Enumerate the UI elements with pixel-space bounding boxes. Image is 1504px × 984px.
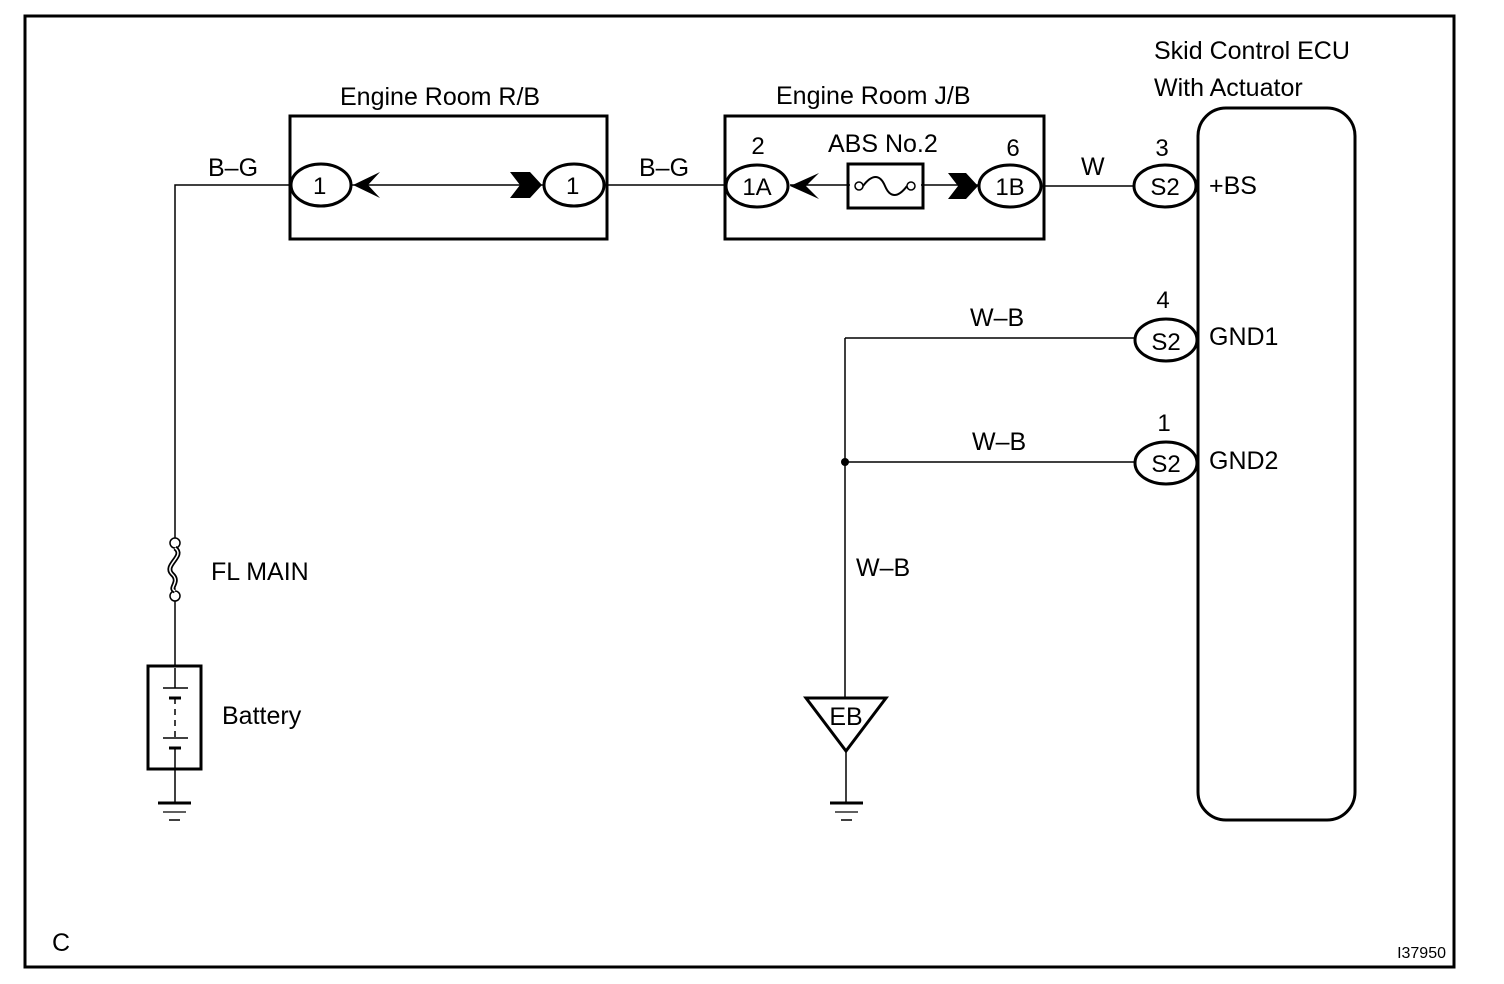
wire-color-label: W–B xyxy=(972,428,1026,456)
battery-icon xyxy=(146,664,203,802)
ground-icon xyxy=(158,801,191,821)
ground-point-label: EB xyxy=(829,703,862,731)
wire-color-label: B–G xyxy=(639,154,689,182)
ecu-title-line2: With Actuator xyxy=(1154,74,1303,102)
ecu-title-line1: Skid Control ECU xyxy=(1154,37,1350,65)
female-terminal-icon xyxy=(790,173,819,199)
fuse-label: ABS No.2 xyxy=(828,130,938,158)
ecu-terminal-gnd1: 4 S2 GND1 xyxy=(1133,287,1278,363)
jb-right-pin-number: 6 xyxy=(1006,135,1019,162)
jb-left-connector xyxy=(724,163,819,209)
fusible-link-label: FL MAIN xyxy=(211,558,309,586)
terminal-connector-code: S2 xyxy=(1151,329,1180,356)
rb-left-pin: 1 xyxy=(313,173,326,200)
jb-left-pin-number: 2 xyxy=(751,133,764,160)
engine-room-jb-title: Engine Room J/B xyxy=(776,82,971,110)
terminal-connector-code: S2 xyxy=(1151,451,1180,478)
terminal-pin-number: 1 xyxy=(1157,410,1170,437)
female-terminal-icon xyxy=(353,172,380,198)
terminal-name: GND2 xyxy=(1209,447,1278,475)
frame-label: C xyxy=(52,929,70,957)
wire-color-label: W–B xyxy=(856,554,910,582)
engine-room-rb-box xyxy=(288,114,609,241)
jb-right-connector-code: 1B xyxy=(995,174,1024,201)
battery-label: Battery xyxy=(222,702,302,730)
wire-color-label: W–B xyxy=(970,304,1024,332)
fusible-link-icon xyxy=(167,537,181,602)
rb-left-connector xyxy=(289,162,380,208)
engine-room-rb-title: Engine Room R/B xyxy=(340,83,540,111)
rb-right-connector xyxy=(510,162,606,208)
terminal-name: +BS xyxy=(1209,172,1257,200)
connector-shell xyxy=(1132,163,1198,209)
figure-id: I37950 xyxy=(1397,945,1446,962)
terminal-name: GND1 xyxy=(1209,323,1278,351)
terminal-connector-code: S2 xyxy=(1150,174,1179,201)
jb-right-connector xyxy=(948,163,1043,209)
ecu-terminal-gnd2: 1 S2 GND2 xyxy=(1133,410,1278,486)
wire-color-label: B–G xyxy=(208,154,258,182)
ground-icon xyxy=(830,801,863,821)
ecu-terminal-bs: 3 S2 +BS xyxy=(1132,135,1257,209)
connector-shell xyxy=(1133,440,1199,486)
splice-point-icon xyxy=(841,458,849,466)
terminal-pin-number: 4 xyxy=(1156,287,1169,314)
ground-point-icon xyxy=(802,696,890,803)
fuse-icon xyxy=(846,162,925,210)
terminal-pin-number: 3 xyxy=(1155,135,1168,162)
male-terminal-icon xyxy=(948,173,978,199)
diagram-frame xyxy=(23,14,1456,969)
jb-left-connector-code: 1A xyxy=(742,174,771,201)
engine-room-jb-box xyxy=(723,114,1046,241)
wire-color-label: W xyxy=(1081,153,1105,181)
connector-shell xyxy=(1133,317,1199,363)
rb-right-pin: 1 xyxy=(566,173,579,200)
male-terminal-icon xyxy=(510,172,542,198)
wire-battery-to-rb xyxy=(174,184,290,540)
